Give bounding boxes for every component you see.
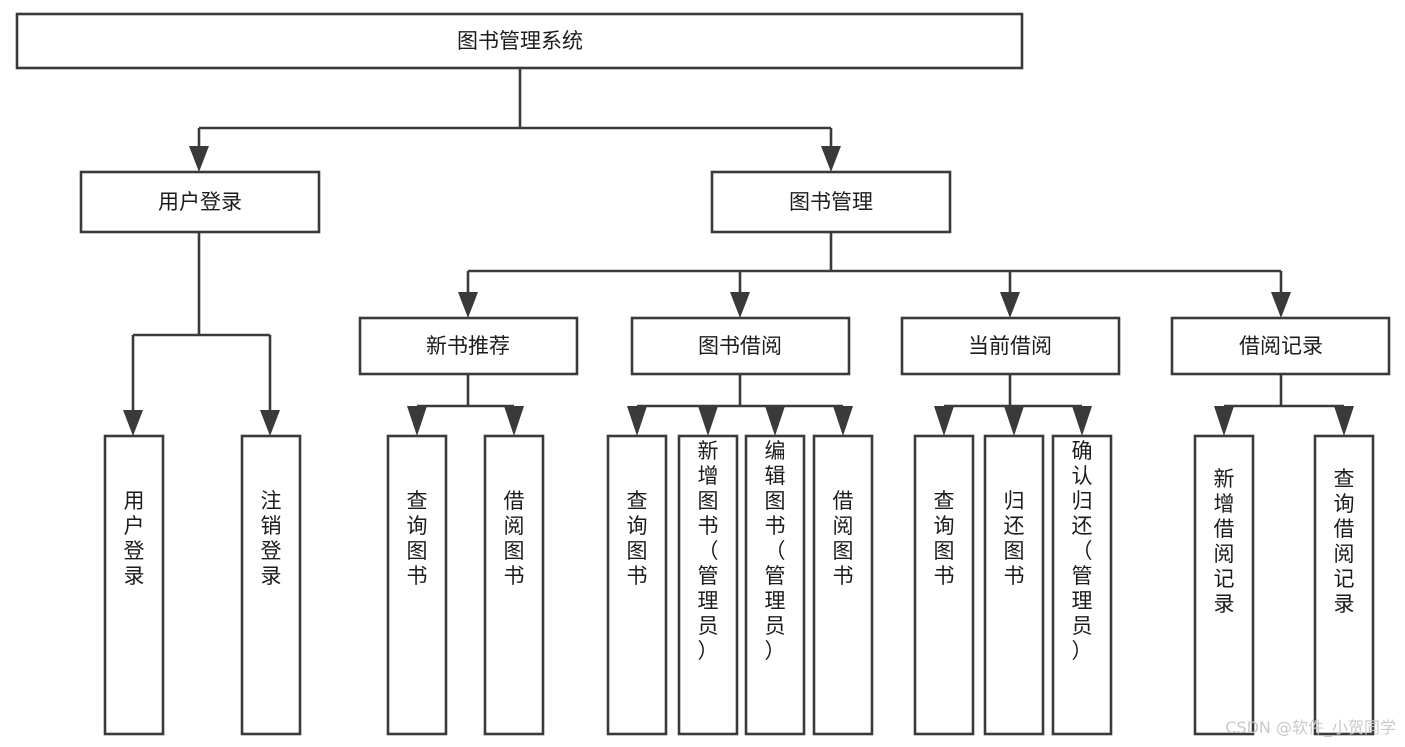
node-leaf-user-login-box[interactable] bbox=[103, 434, 165, 736]
node-leaf-add-record-label: 新增借阅记录 bbox=[1214, 467, 1235, 616]
node-leaf-logout-login-label: 注销登录 bbox=[261, 489, 282, 588]
node-leaf-return-book-box[interactable] bbox=[983, 434, 1045, 736]
arrowhead-leaf-query-book-1 bbox=[407, 406, 427, 436]
connector-layer bbox=[123, 68, 1354, 436]
node-leaf-add-book-box[interactable] bbox=[677, 434, 739, 736]
node-book-borrow-box[interactable] bbox=[630, 316, 851, 376]
arrowhead-leaf-logout-login bbox=[260, 410, 280, 436]
node-current-borrow-label: 当前借阅 bbox=[968, 334, 1052, 358]
node-leaf-add-record[interactable]: 新增借阅记录 bbox=[1193, 434, 1255, 736]
node-leaf-logout-login[interactable]: 注销登录 bbox=[240, 434, 302, 736]
node-leaf-borrow-book-1-label: 借阅图书 bbox=[504, 489, 525, 588]
arrowhead-leaf-add-record bbox=[1214, 406, 1234, 436]
arrowhead-leaf-user-login bbox=[123, 410, 143, 436]
node-leaf-user-login-label: 用户登录 bbox=[124, 489, 145, 588]
node-root[interactable]: 图书管理系统 bbox=[15, 12, 1024, 70]
node-leaf-confirm-return-label: 确认归还（管理员） bbox=[1072, 439, 1093, 663]
arrowhead-current-borrow bbox=[1000, 292, 1020, 318]
node-book-borrow[interactable]: 图书借阅 bbox=[630, 316, 851, 376]
node-borrow-record-box[interactable] bbox=[1170, 316, 1391, 376]
node-leaf-query-book-3-label: 查询图书 bbox=[934, 489, 955, 588]
node-new-book-recommend[interactable]: 新书推荐 bbox=[358, 316, 579, 376]
node-leaf-edit-book[interactable]: 编辑图书（管理员） bbox=[744, 434, 806, 736]
node-user-login[interactable]: 用户登录 bbox=[79, 170, 321, 234]
arrowhead-leaf-query-record bbox=[1334, 406, 1354, 436]
arrowhead-leaf-borrow-book-1 bbox=[504, 406, 524, 436]
node-user-login-label: 用户登录 bbox=[158, 190, 242, 214]
node-book-management-label: 图书管理 bbox=[789, 190, 873, 214]
node-leaf-borrow-book-1-box[interactable] bbox=[483, 434, 545, 736]
node-leaf-query-book-3-box[interactable] bbox=[913, 434, 975, 736]
node-root-label: 图书管理系统 bbox=[457, 29, 583, 53]
node-leaf-query-record-box[interactable] bbox=[1313, 434, 1375, 736]
node-leaf-borrow-book-2-label: 借阅图书 bbox=[833, 489, 854, 588]
node-leaf-edit-book-label: 编辑图书（管理员） bbox=[765, 439, 786, 663]
watermark-label: CSDN @软件_小贺同学 bbox=[1225, 718, 1396, 738]
node-leaf-query-book-2[interactable]: 查询图书 bbox=[606, 434, 668, 736]
node-leaf-query-book-1-box[interactable] bbox=[386, 434, 448, 736]
arrowhead-leaf-query-book-3 bbox=[934, 406, 954, 436]
node-leaf-return-book[interactable]: 归还图书 bbox=[983, 434, 1045, 736]
arrowhead-borrow-record bbox=[1271, 292, 1291, 318]
node-leaf-query-record-label: 查询借阅记录 bbox=[1334, 467, 1355, 616]
node-leaf-return-book-label: 归还图书 bbox=[1004, 489, 1025, 588]
node-leaf-query-book-3[interactable]: 查询图书 bbox=[913, 434, 975, 736]
node-leaf-borrow-book-2[interactable]: 借阅图书 bbox=[812, 434, 874, 736]
node-leaf-query-book-2-box[interactable] bbox=[606, 434, 668, 736]
arrowhead-leaf-return-book bbox=[1004, 406, 1024, 436]
node-leaf-add-book-label: 新增图书（管理员） bbox=[698, 439, 719, 663]
node-leaf-user-login[interactable]: 用户登录 bbox=[103, 434, 165, 736]
node-new-book-recommend-box[interactable] bbox=[358, 316, 579, 376]
node-leaf-query-book-1[interactable]: 查询图书 bbox=[386, 434, 448, 736]
node-user-login-box[interactable] bbox=[79, 170, 321, 234]
node-leaf-borrow-book-1[interactable]: 借阅图书 bbox=[483, 434, 545, 736]
node-borrow-record-label: 借阅记录 bbox=[1239, 334, 1323, 358]
node-book-management-box[interactable] bbox=[710, 170, 952, 234]
arrowhead-leaf-edit-book bbox=[765, 406, 785, 436]
node-current-borrow[interactable]: 当前借阅 bbox=[900, 316, 1121, 376]
arrowhead-book-borrow bbox=[730, 292, 750, 318]
arrowhead-leaf-query-book-2 bbox=[627, 406, 647, 436]
node-leaf-add-record-box[interactable] bbox=[1193, 434, 1255, 736]
arrowhead-leaf-add-book bbox=[698, 406, 718, 436]
arrowhead-user-login bbox=[189, 146, 209, 172]
node-leaf-query-record[interactable]: 查询借阅记录 bbox=[1313, 434, 1375, 736]
node-root-box[interactable] bbox=[15, 12, 1024, 70]
arrowhead-leaf-borrow-book-2 bbox=[833, 406, 853, 436]
node-leaf-query-book-2-label: 查询图书 bbox=[627, 489, 648, 588]
node-book-management[interactable]: 图书管理 bbox=[710, 170, 952, 234]
arrowhead-book-management bbox=[821, 146, 841, 172]
arrowhead-leaf-confirm-return bbox=[1072, 406, 1092, 436]
node-leaf-borrow-book-2-box[interactable] bbox=[812, 434, 874, 736]
node-book-borrow-label: 图书借阅 bbox=[698, 334, 782, 358]
node-borrow-record[interactable]: 借阅记录 bbox=[1170, 316, 1391, 376]
node-leaf-query-book-1-label: 查询图书 bbox=[407, 489, 428, 588]
node-current-borrow-box[interactable] bbox=[900, 316, 1121, 376]
node-leaf-add-book[interactable]: 新增图书（管理员） bbox=[677, 434, 739, 736]
node-leaf-logout-login-box[interactable] bbox=[240, 434, 302, 736]
node-leaf-confirm-return[interactable]: 确认归还（管理员） bbox=[1051, 434, 1113, 736]
node-new-book-recommend-label: 新书推荐 bbox=[426, 334, 510, 358]
node-leaf-confirm-return-box[interactable] bbox=[1051, 434, 1113, 736]
node-leaf-edit-book-box[interactable] bbox=[744, 434, 806, 736]
arrowhead-new-book bbox=[458, 292, 478, 318]
